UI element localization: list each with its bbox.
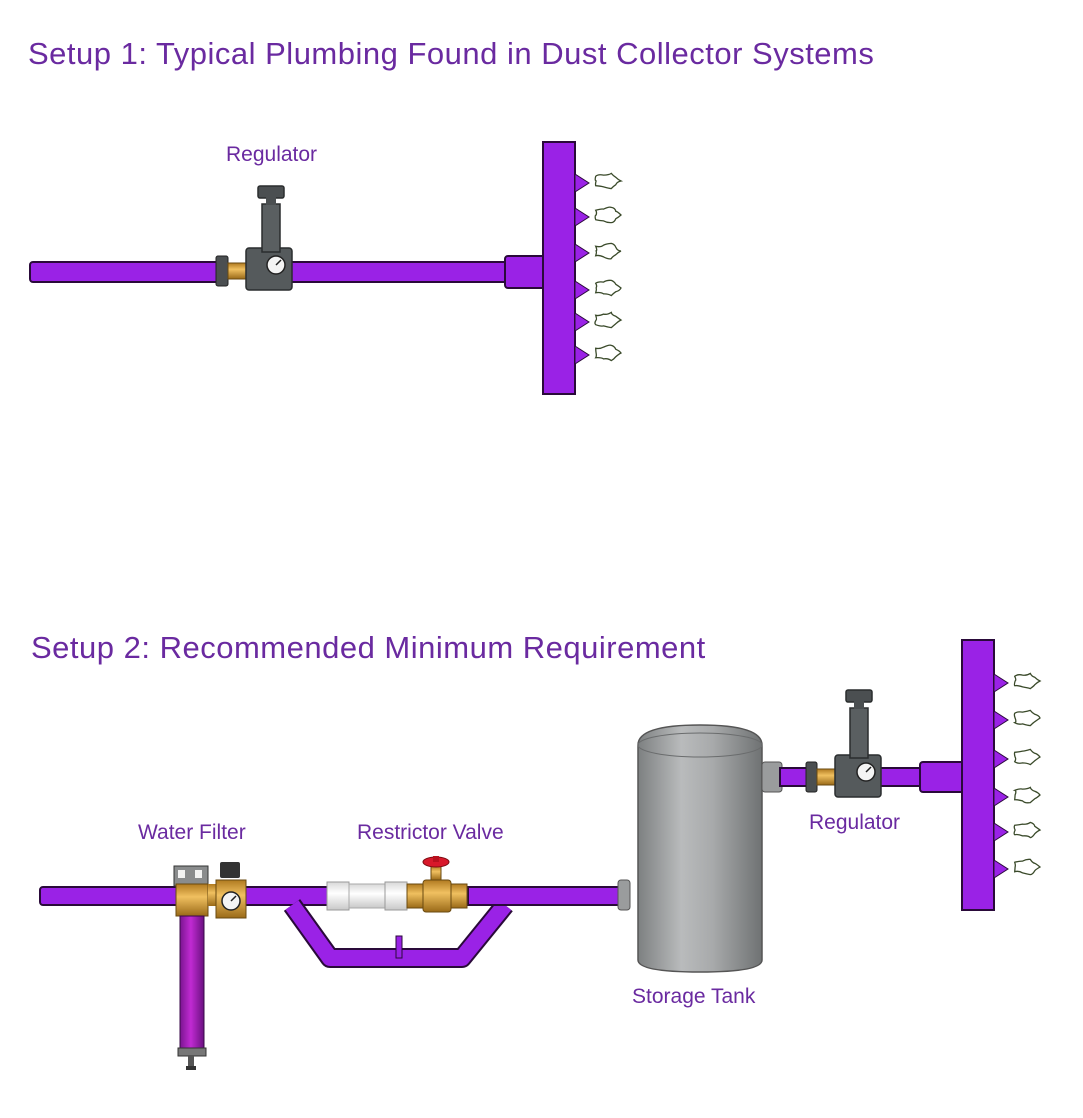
air-burst-icon (1014, 673, 1040, 688)
pulse-valve-nozzle-icon (994, 750, 1008, 768)
pulse-valve-nozzle-icon (994, 788, 1008, 806)
water-filter-icon (174, 866, 208, 1070)
restrictor-valve-icon (327, 856, 467, 912)
setup2-manifold (962, 640, 994, 910)
setup2-inlet-pipe (40, 887, 180, 905)
setup2-diagram (40, 640, 1040, 1070)
pulse-valve-nozzle-icon (994, 823, 1008, 841)
setup2-pipe-to-tank (468, 887, 620, 905)
air-burst-icon (596, 243, 621, 258)
air-burst-icon (1014, 710, 1040, 725)
setup2-manifold-tee (920, 762, 965, 792)
air-burst-icon (1015, 787, 1040, 802)
pulse-valve-nozzle-icon (575, 281, 589, 299)
air-burst-icon (596, 345, 621, 360)
pulse-valve-nozzle-icon (994, 860, 1008, 878)
setup1-regulator-icon (216, 186, 292, 290)
setup2-pulse-valves (994, 673, 1040, 878)
pulse-valve-nozzle-icon (575, 208, 589, 226)
air-burst-icon (595, 207, 621, 223)
setup2-outlet-pipe (880, 768, 925, 786)
setup2-pipe-to-valve (245, 887, 330, 905)
air-burst-icon (595, 173, 621, 188)
air-burst-icon (1015, 859, 1040, 874)
pulse-valve-nozzle-icon (575, 313, 589, 331)
air-burst-icon (596, 280, 621, 295)
setup1-outlet-pipe (290, 262, 510, 282)
pulse-valve-nozzle-icon (994, 711, 1008, 729)
setup1-diagram (30, 142, 621, 394)
setup2-regulator-icon (806, 690, 881, 797)
pulse-valve-nozzle-icon (575, 346, 589, 364)
setup1-manifold-tee (505, 256, 545, 288)
pulse-valve-nozzle-icon (575, 244, 589, 262)
setup1-pulse-valves (575, 173, 621, 364)
filter-regulator-icon (208, 862, 246, 918)
air-burst-icon (1014, 749, 1040, 764)
pulse-valve-nozzle-icon (575, 174, 589, 192)
air-burst-icon (1014, 822, 1040, 837)
setup1-inlet-pipe (30, 262, 220, 282)
air-burst-icon (595, 312, 621, 327)
pulse-valve-nozzle-icon (994, 674, 1008, 692)
setup1-manifold (543, 142, 575, 394)
storage-tank-icon (618, 725, 782, 972)
